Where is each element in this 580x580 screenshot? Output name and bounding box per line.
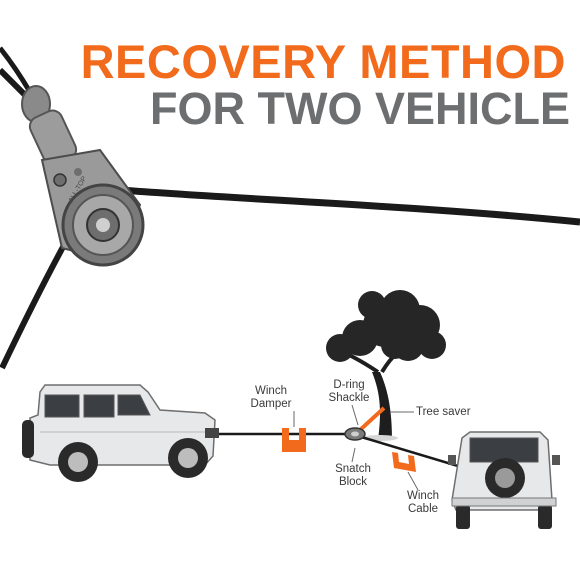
snatch-block-pulley-icon: ALL-TOP xyxy=(21,85,145,267)
vehicle-side-view xyxy=(22,384,219,482)
label-d-ring-shackle: D-ring Shackle xyxy=(328,379,370,404)
label-winch-damper: Winch Damper xyxy=(250,385,292,410)
label-tree-saver: Tree saver xyxy=(416,406,471,418)
vehicle-rear-view xyxy=(448,431,560,529)
tree-icon xyxy=(326,290,446,441)
subheadline: FOR TWO VEHICLE xyxy=(150,83,570,134)
label-winch-cable: Winch Cable xyxy=(407,490,439,515)
headline: RECOVERY METHOD xyxy=(80,35,566,88)
label-snatch-block: Snatch Block xyxy=(335,463,371,488)
callout-lines xyxy=(293,404,419,491)
small-snatch-block-icon xyxy=(344,427,366,441)
winch-damper-2-icon xyxy=(392,452,416,472)
winch-damper-icon xyxy=(282,428,306,452)
